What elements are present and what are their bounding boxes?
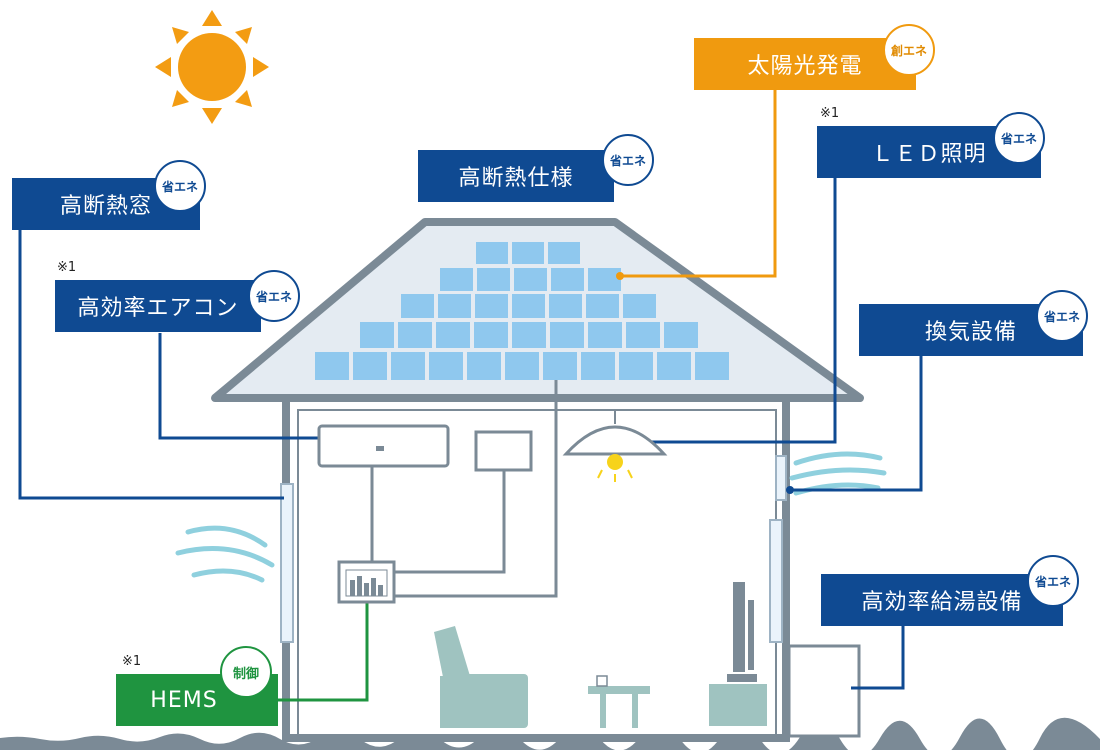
led-badge: 省エネ (993, 112, 1045, 164)
sun-icon (155, 10, 269, 124)
solar-panel-cell (398, 322, 432, 348)
solar-panel-cell (440, 268, 473, 291)
solar-panel-cell (514, 268, 547, 291)
solar-panel-cell (586, 294, 619, 318)
led-lamp (562, 410, 668, 482)
solar-panel-cell (475, 294, 508, 318)
solar-label: 太陽光発電 (694, 38, 916, 90)
solar-panel-cell (551, 268, 584, 291)
solar-panel-cell (512, 242, 544, 264)
wind-left-icon (175, 525, 275, 583)
ventilation-unit (474, 430, 533, 472)
solar-panel-cell (695, 352, 729, 380)
tv (709, 582, 767, 726)
vent-right (769, 455, 787, 643)
hems-note: ※1 (122, 654, 142, 669)
led-note: ※1 (820, 106, 840, 121)
hems-label: HEMS (116, 674, 278, 726)
insulation-badge: 省エネ (602, 134, 654, 186)
insulation-label: 高断熱仕様 (418, 150, 614, 202)
solar-panel-cell (474, 322, 508, 348)
solar-panel-cell (476, 242, 508, 264)
solar-panel-cell (436, 322, 470, 348)
window-badge: 省エネ (154, 160, 206, 212)
solar-panel-cell (360, 322, 394, 348)
solar-panel-cell (626, 322, 660, 348)
solar-panel-cell (549, 294, 582, 318)
aircon-badge: 省エネ (248, 270, 300, 322)
solar-panel-cell (429, 352, 463, 380)
solar-panel-cell (619, 352, 653, 380)
solar-panel-cell (505, 352, 539, 380)
solar-badge: 創エネ (883, 24, 935, 76)
solar-panel-cell (548, 242, 580, 264)
solar-panel-cell (581, 352, 615, 380)
solar-panel-cell (550, 322, 584, 348)
armchair (434, 626, 528, 728)
solar-panel-cell (512, 322, 546, 348)
solar-panel-cell (315, 352, 349, 380)
solar-panel-cell (588, 268, 621, 291)
water-heater-label: 高効率給湯設備 (821, 574, 1063, 626)
solar-panel-cell (438, 294, 471, 318)
water-heater-badge: 省エネ (1027, 555, 1079, 607)
wind-right-icon (789, 451, 887, 496)
solar-panel-cell (623, 294, 656, 318)
solar-panel-cell (353, 352, 387, 380)
solar-panels (315, 242, 729, 380)
solar-panel-cell (467, 352, 501, 380)
solar-panel-cell (391, 352, 425, 380)
hems-badge: 制御 (220, 646, 272, 698)
solar-panel-cell (512, 294, 545, 318)
air-conditioner (317, 424, 450, 468)
connection-lines (18, 88, 923, 702)
solar-panel-cell (588, 322, 622, 348)
ventilation-badge: 省エネ (1036, 290, 1088, 342)
solar-panel-cell (477, 268, 510, 291)
water-heater-unit (787, 644, 861, 738)
aircon-note: ※1 (57, 260, 77, 275)
aircon-label: 高効率エアコン (55, 280, 261, 332)
hems-monitor (337, 560, 396, 604)
coffee-table (588, 675, 650, 728)
window-left (280, 483, 294, 643)
solar-panel-cell (657, 352, 691, 380)
solar-panel-cell (664, 322, 698, 348)
solar-panel-cell (401, 294, 434, 318)
solar-panel-cell (543, 352, 577, 380)
